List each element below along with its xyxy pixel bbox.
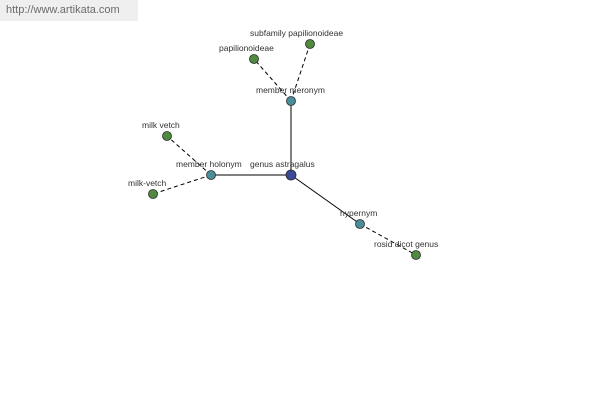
- labels-layer: genus astragalus member meronym member hol…: [128, 28, 438, 249]
- node-label-genus-astragalus[interactable]: genus astragalus: [250, 159, 315, 169]
- edge-genus-astragalus-to-hypernym: [290, 174, 361, 225]
- edge-member-meronym-to-papilionoideae: [253, 58, 292, 102]
- node-label-subfamily-papilionoideae[interactable]: subfamily papilionoideae: [250, 28, 343, 38]
- node-milk-vetch[interactable]: [162, 131, 172, 141]
- node-label-member-holonym[interactable]: member holonym: [176, 159, 242, 169]
- edge-member-meronym-to-subfamily-papilionoideae: [290, 43, 311, 102]
- node-member-meronym[interactable]: [286, 96, 296, 106]
- node-subfamily-papilionoideae[interactable]: [305, 39, 315, 49]
- edge-hypernym-to-rosid-dicot-genus: [359, 223, 417, 256]
- edge-member-holonym-to-milk-vetch: [166, 135, 212, 176]
- node-label-rosid-dicot-genus[interactable]: rosid dicot genus: [374, 239, 438, 249]
- node-genus-astragalus[interactable]: [285, 169, 297, 181]
- node-label-hypernym[interactable]: hypernym: [340, 208, 377, 218]
- node-label-milk-vetch-hyphen[interactable]: milk-vetch: [128, 178, 167, 188]
- node-label-member-meronym[interactable]: member meronym: [256, 85, 325, 95]
- node-milk-vetch-hyphen[interactable]: [148, 189, 158, 199]
- nodes-layer: [148, 39, 421, 260]
- node-label-papilionoideae[interactable]: papilionoideae: [219, 43, 274, 53]
- node-member-holonym[interactable]: [206, 170, 216, 180]
- node-papilionoideae[interactable]: [249, 54, 259, 64]
- node-label-milk-vetch[interactable]: milk vetch: [142, 120, 180, 130]
- edges-layer: [152, 43, 417, 256]
- node-rosid-dicot-genus[interactable]: [411, 250, 421, 260]
- edge-member-holonym-to-milk-vetch-hyphen: [152, 174, 212, 195]
- watermark-url: http://www.artikata.com: [0, 0, 138, 21]
- node-hypernym[interactable]: [355, 219, 365, 229]
